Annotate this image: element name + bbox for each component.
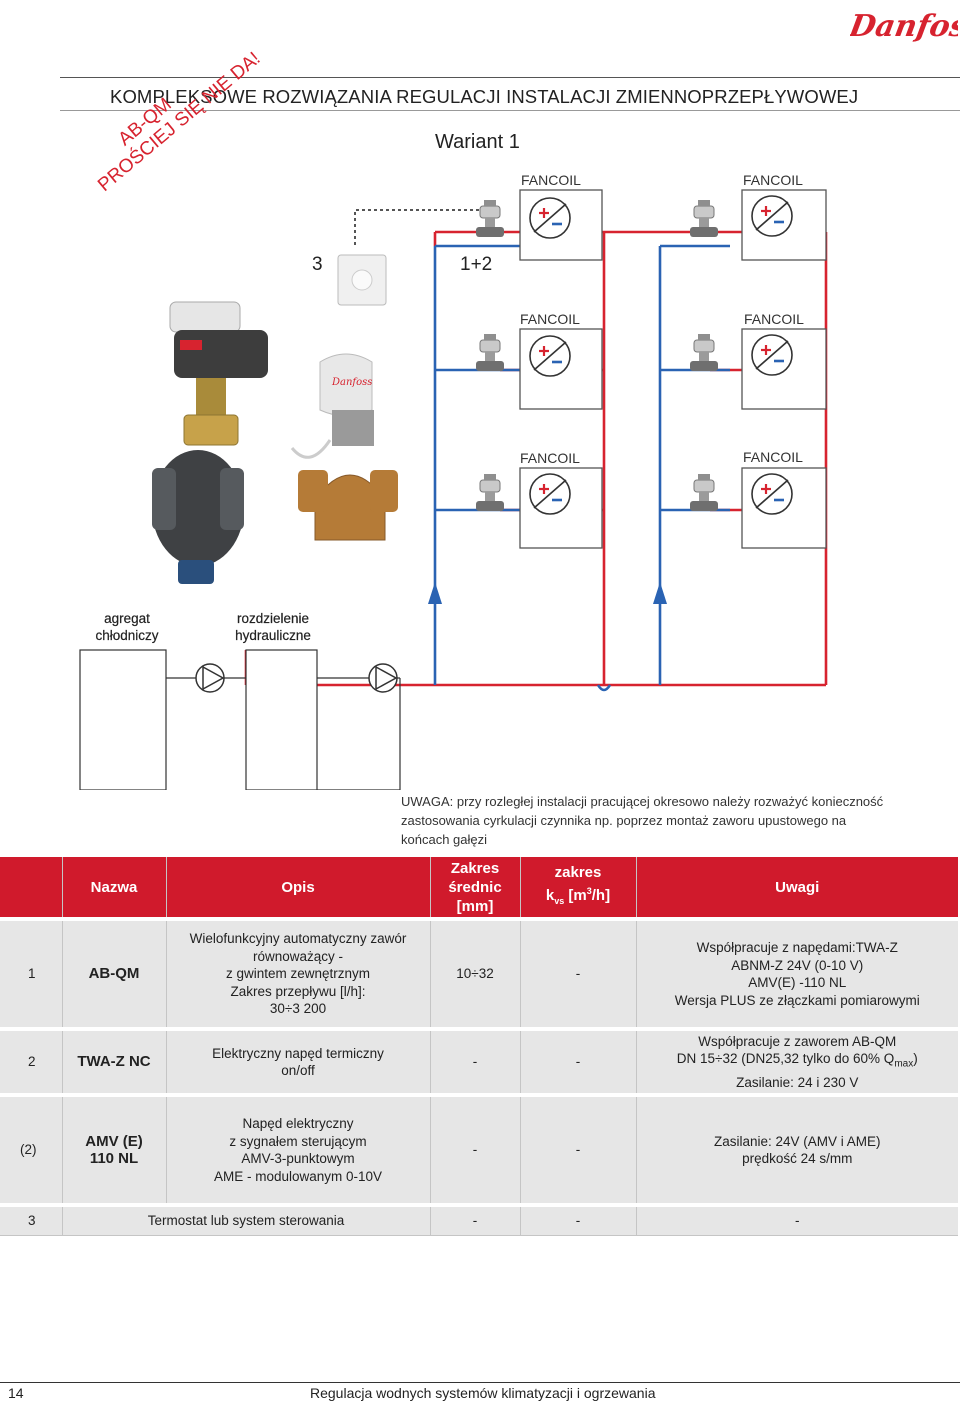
- hydraulic-diagram: Danfoss: [79, 189, 828, 790]
- footer-text: Regulacja wodnych systemów klimatyzacji …: [310, 1385, 656, 1401]
- pump-icon: [195, 663, 225, 693]
- page-title: KOMPLEKSOWE ROZWIĄZANIA REGULACJI INSTAL…: [110, 86, 859, 107]
- table-row: 3 Termostat lub system sterowania - - -: [0, 1203, 958, 1236]
- ab-qm-valve-illustration: [152, 301, 268, 584]
- fancoil-label: FANCOIL: [744, 311, 804, 327]
- header-kvs: zakres kvs [m3/h]: [520, 857, 637, 919]
- chiller-box: [79, 649, 167, 790]
- header-nazwa: Nazwa: [62, 857, 167, 919]
- footer-rule: [0, 1382, 960, 1383]
- fancoil-label: FANCOIL: [743, 449, 803, 465]
- valve-number-label: 1+2: [460, 254, 493, 275]
- warning-note: UWAGA: przy rozległej instalacji pracują…: [401, 794, 884, 847]
- svg-text:Danfoss: Danfoss: [850, 9, 958, 44]
- title-rule: [60, 110, 960, 111]
- flow-arrow-right: [653, 582, 667, 604]
- variant-label: Wariant 1: [435, 131, 520, 153]
- separator-box: [245, 649, 318, 790]
- twa-z-actuator-illustration: Danfoss: [290, 353, 398, 541]
- page-number: 14: [8, 1385, 24, 1401]
- header-rule: [60, 77, 960, 78]
- thermostat-icon: [337, 254, 387, 306]
- pump-icon: [368, 663, 398, 693]
- fancoil-label: FANCOIL: [743, 172, 803, 188]
- header-opis: Opis: [166, 857, 431, 919]
- svg-text:Danfoss: Danfoss: [331, 377, 372, 388]
- fancoil-label: FANCOIL: [521, 172, 581, 188]
- header-no: [0, 857, 63, 919]
- fancoil-label: FANCOIL: [520, 311, 580, 327]
- danfoss-logo: Danfoss: [850, 9, 958, 44]
- header-uwagi: Uwagi: [636, 857, 958, 919]
- control-signal-line: [354, 209, 480, 245]
- thermostat-number-label: 3: [312, 254, 323, 275]
- fancoil-label: FANCOIL: [520, 450, 580, 466]
- table-row: 1 AB-QM Wielofunkcyjny automatyczny zawó…: [0, 917, 958, 1029]
- flow-arrow-left: [428, 582, 442, 604]
